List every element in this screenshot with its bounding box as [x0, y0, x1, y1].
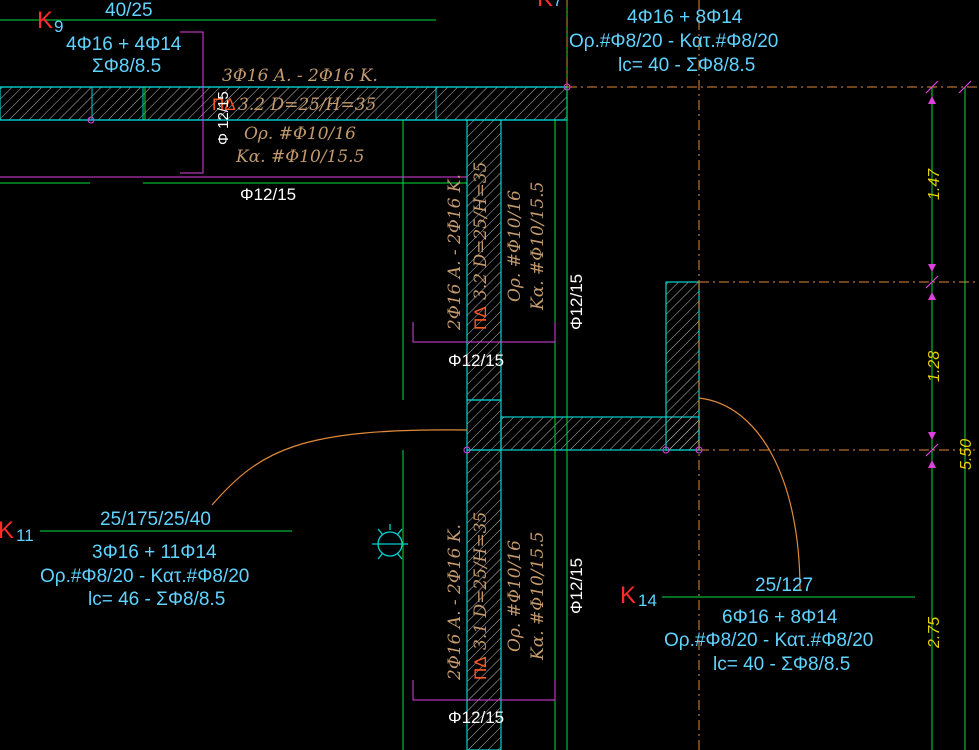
axis-lines	[566, 0, 979, 750]
stair-vl-main-bars: 2Φ16 Α. - 2Φ16 Κ.	[445, 524, 465, 681]
stair-vl-geom: 3.1 D=25/H=35	[471, 512, 491, 650]
stair-vu-main-bars: 2Φ16 Α. - 2Φ16 Κ.	[445, 174, 465, 331]
stair-vl-op: Ορ. #Φ10/16	[505, 540, 525, 652]
dimension-1-47: 1.47	[926, 168, 943, 200]
column-k11-number: 11	[16, 526, 34, 545]
stair-horizontal-annotation[interactable]: 3Φ16 Α. - 2Φ16 Κ. ΠΔ 3.2 D=25/H=35 Ορ. #…	[212, 66, 378, 167]
mesh-horizontal-label: Φ12/15	[240, 185, 296, 204]
column-k11-prefix: K	[0, 517, 14, 544]
column-k9-number: 9	[54, 17, 63, 36]
column-k7-prefix: K	[537, 0, 553, 12]
stair-vu-pd: ΠΔ	[471, 306, 490, 330]
magenta-lines	[0, 31, 556, 701]
stair-vertical-lower-annotation[interactable]: 2Φ16 Α. - 2Φ16 Κ. ΠΔ 3.1 D=25/H=35 Ορ. #…	[445, 512, 548, 681]
column-k9-size: 40/25	[105, 0, 153, 21]
column-k11-rebar: 3Φ16 + 11Φ14	[92, 542, 217, 563]
column-k11-shape[interactable]	[466, 399, 700, 451]
stair-h-op: Ορ. #Φ10/16	[244, 124, 356, 144]
column-k9-rebar: 4Φ16 + 4Φ14	[66, 34, 182, 55]
column-k7-rebar: 4Φ16 + 8Φ14	[627, 7, 743, 28]
column-k11-ties: Ορ.#Φ8/20 - Κατ.#Φ8/20	[40, 566, 249, 587]
column-k14-size: 25/127	[755, 575, 813, 596]
dimension-1-28: 1.28	[926, 351, 943, 382]
dimension-chain	[925, 80, 972, 750]
stair-vl-ka: Κα. #Φ10/15.5	[528, 532, 548, 661]
column-k11-label[interactable]: K 11 25/175/25/40 3Φ16 + 11Φ14 Ορ.#Φ8/20…	[0, 509, 292, 610]
dimension-2-75: 2.75	[926, 617, 943, 649]
stair-vertical-upper-annotation[interactable]: 2Φ16 Α. - 2Φ16 Κ. ΠΔ 3.2 D=25/H=35 Ορ. #…	[445, 162, 548, 331]
dimension-texts[interactable]: 1.47 1.28 5.50 2.75	[926, 168, 975, 649]
stair-vu-op: Ορ. #Φ10/16	[505, 190, 525, 302]
column-k14-rebar: 6Φ16 + 8Φ14	[722, 607, 838, 628]
column-k14-ties: Ορ.#Φ8/20 - Κατ.#Φ8/20	[664, 630, 873, 651]
vertical-wall-upper[interactable]	[466, 119, 502, 401]
stair-vl-pd: ΠΔ	[471, 656, 490, 680]
column-k9-stirrups: ΣΦ8/8.5	[92, 56, 161, 77]
column-k7-lc: lc= 40 - ΣΦ8/8.5	[618, 55, 755, 76]
column-k9-prefix: K	[37, 7, 53, 34]
column-k7-label[interactable]: K 7 4Φ16 + 8Φ14 Ορ.#Φ8/20 - Κατ.#Φ8/20 l…	[537, 0, 778, 76]
mesh-vertical-upper-label: Φ12/15	[567, 274, 586, 330]
column-k11-size: 25/175/25/40	[100, 509, 211, 530]
column-k7-number: 7	[553, 0, 562, 10]
guide-lines	[0, 0, 568, 750]
column-k7-ties: Ορ.#Φ8/20 - Κατ.#Φ8/20	[569, 31, 778, 52]
stair-h-pd: ΠΔ	[212, 95, 236, 114]
column-k14-number: 14	[638, 591, 657, 610]
leader-lines	[211, 397, 801, 591]
stair-vu-ka: Κα. #Φ10/15.5	[528, 182, 548, 311]
column-k14-lc: lc= 40 - ΣΦ8/8.5	[713, 654, 850, 675]
column-k14-prefix: K	[620, 582, 636, 609]
node-markers	[87, 83, 703, 454]
mesh-callouts[interactable]: Φ12/15 Φ12/15 Φ12/15 Φ12/15 Φ12/15 Φ 12/…	[215, 91, 586, 727]
stair-h-main-bars: 3Φ16 Α. - 2Φ16 Κ.	[222, 66, 378, 86]
mesh-vertical-lower-label: Φ12/15	[567, 558, 586, 614]
stair-h-geom: 3.2 D=25/H=35	[238, 95, 376, 115]
stair-vu-geom: 3.2 D=25/H=35	[471, 162, 491, 300]
column-k11-lc: lc= 46 - ΣΦ8/8.5	[88, 589, 225, 610]
column-k9-label[interactable]: K 9 40/25 4Φ16 + 4Φ14 ΣΦ8/8.5	[37, 0, 182, 77]
column-k14-label[interactable]: K 14 25/127 6Φ16 + 8Φ14 Ορ.#Φ8/20 - Κατ.…	[620, 575, 915, 675]
mesh-stair-lower-label: Φ12/15	[448, 708, 504, 727]
column-k14-shape[interactable]	[665, 281, 700, 451]
light-point-icon[interactable]	[372, 524, 408, 560]
stair-h-ka: Κα. #Φ10/15.5	[235, 147, 364, 167]
dimension-5-50: 5.50	[958, 439, 975, 470]
mesh-small-vertical-label: Φ 12/15	[215, 91, 232, 145]
mesh-stair-upper-label: Φ12/15	[448, 351, 504, 370]
